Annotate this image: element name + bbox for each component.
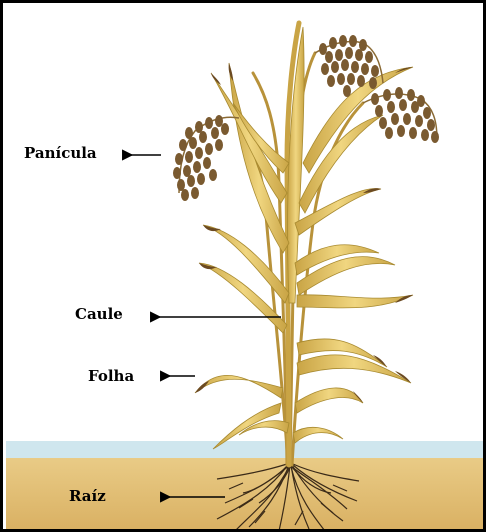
leaves <box>195 27 413 449</box>
rice-plant-illustration <box>3 3 486 532</box>
panicle-right <box>363 87 439 143</box>
label-caule: Caule <box>75 305 123 323</box>
label-raiz: Raíz <box>69 487 106 505</box>
panicle-top <box>315 35 383 97</box>
label-panicula: Panícula <box>24 144 97 162</box>
panicle-left <box>173 115 239 201</box>
label-folha: Folha <box>88 367 134 385</box>
